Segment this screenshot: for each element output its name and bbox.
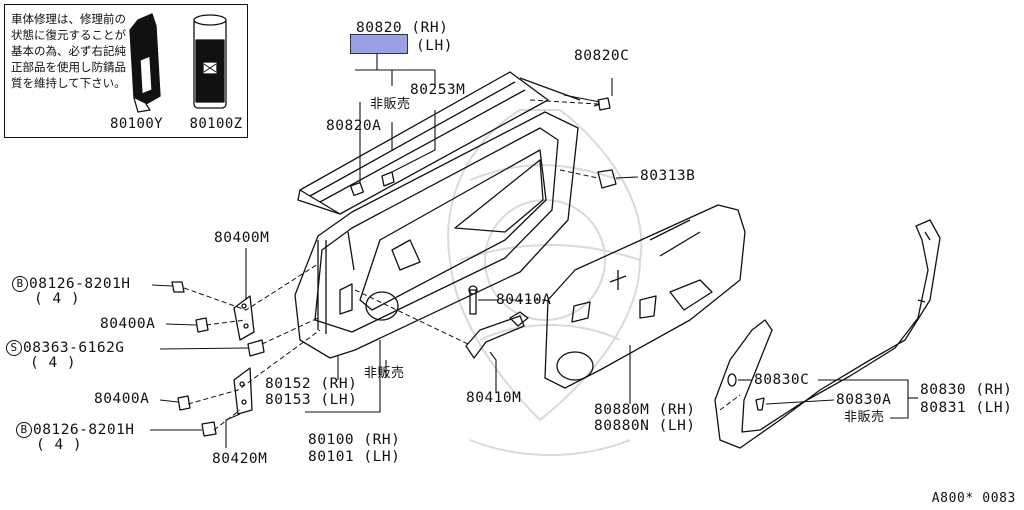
part-80410m-label[interactable]: 80410M [466, 390, 522, 406]
part-80820-rh-label[interactable]: 80820 (RH) [356, 20, 449, 36]
part-80831-label[interactable]: 80831 (LH) [920, 400, 1013, 416]
part-80820a-label[interactable]: 80820A [326, 118, 382, 134]
highlighted-part-box[interactable] [350, 34, 408, 54]
part-80400m-label[interactable]: 80400M [214, 230, 270, 246]
screw-08363-qty: ( 4 ) [30, 355, 77, 371]
screw-icon [247, 339, 265, 357]
part-80830-label[interactable]: 80830 (RH) [920, 382, 1013, 398]
can-80100z-icon [193, 14, 227, 109]
part-80410a-label[interactable]: 80410A [496, 292, 552, 308]
outer-moulding-strip [297, 71, 581, 215]
not-for-sale-label-2: 非販売 [364, 366, 405, 381]
part-80101-label[interactable]: 80101 (LH) [308, 449, 401, 465]
bolt-80400a-upper-icon [195, 317, 209, 333]
not-for-sale-label-3: 非販売 [844, 410, 885, 425]
door-trim-panel [544, 204, 746, 389]
lower-hinge-icon [233, 367, 253, 415]
clip-80830c-icon [727, 373, 737, 387]
door-check-icon [465, 311, 529, 359]
part-80400a-label-1[interactable]: 80400A [100, 316, 156, 332]
part-80313b-label[interactable]: 80313B [640, 168, 696, 184]
bolt-08126-qty-1: ( 4 ) [34, 291, 81, 307]
watermark-emblem [447, 109, 643, 456]
part-80400a-label-2[interactable]: 80400A [94, 391, 150, 407]
part-80880n-label[interactable]: 80880N (LH) [594, 418, 696, 434]
part-80830c-label[interactable]: 80830C [754, 372, 810, 388]
bolt-08126-qty-2: ( 4 ) [36, 437, 83, 453]
not-for-sale-label-1: 非販売 [370, 97, 411, 112]
upper-hinge-icon [233, 295, 255, 341]
circle-b-icon: B [16, 422, 32, 438]
door-shell [294, 111, 579, 359]
part-80253m-label[interactable]: 80253M [410, 82, 466, 98]
diagram-reference-code: A800* 0083 [931, 491, 1016, 506]
circle-s-icon: S [6, 340, 22, 356]
repair-notice-text: 車体修理は、修理前の状態に復元することが基本の為、必ず右記純正部品を使用し防錆品… [11, 12, 126, 90]
leader-lines [150, 52, 918, 448]
tube-80100y-icon [129, 13, 161, 113]
moulding-clip-icon [349, 171, 395, 197]
part-80153-label[interactable]: 80153 (LH) [265, 392, 358, 408]
part-80100-label[interactable]: 80100 (RH) [308, 432, 401, 448]
stud-80410a-icon [468, 285, 478, 315]
part-80880m-label[interactable]: 80880M (RH) [594, 402, 696, 418]
bolt-upper-icon [171, 281, 185, 293]
part-80100y-label[interactable]: 80100Y [110, 116, 163, 132]
part-80830a-label[interactable]: 80830A [836, 392, 892, 408]
bolt-lower-icon [201, 421, 217, 437]
dashed-assembly-lines [183, 99, 741, 431]
part-80420m-label[interactable]: 80420M [212, 451, 268, 467]
circle-b-icon: B [12, 276, 28, 292]
door-weatherstrip [714, 219, 941, 449]
bolt-80400a-lower-icon [177, 395, 191, 411]
part-80820c-label[interactable]: 80820C [574, 48, 630, 64]
part-80100z-label[interactable]: 80100Z [189, 116, 243, 132]
repair-notice-box: 車体修理は、修理前の状態に復元することが基本の為、必ず右記純正部品を使用し防錆品… [4, 4, 248, 138]
notice-part-codes: 80100Y 80100Z [110, 116, 243, 132]
clip-80820c-icon [593, 97, 611, 111]
part-80820-lh-label[interactable]: (LH) [416, 38, 453, 54]
pad-80313b-icon [597, 169, 617, 189]
clip-80830a-icon [755, 397, 765, 411]
part-80152-label[interactable]: 80152 (RH) [265, 376, 358, 392]
